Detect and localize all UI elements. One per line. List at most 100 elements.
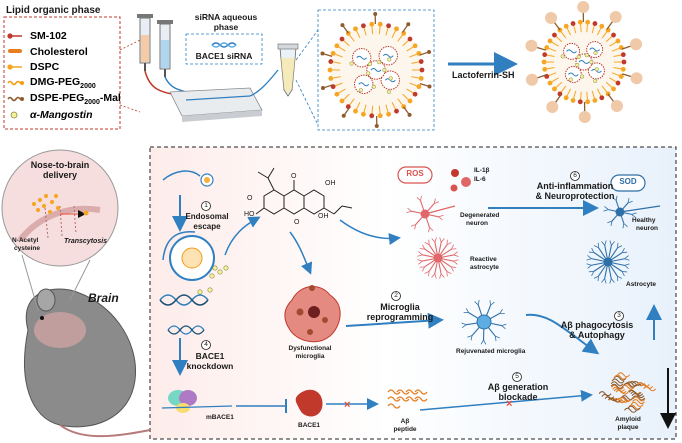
abeta-peptide-label-2: peptide [393,426,417,433]
step-number: 2 [394,292,398,299]
microglia-reprogramming-label-1: Microglia [380,302,420,312]
step-number: 5 [515,373,519,380]
svg-text:O: O [294,219,300,226]
svg-text:O: O [247,195,253,202]
amyloid-plaque-icon [598,372,657,413]
bace1-knockdown-label-2: knockdown [186,361,234,371]
ribosome-icon [161,390,233,413]
legend-item-dspc: DSPC [24,59,59,75]
abeta-phagocytosis-label-2: & Autophagy [569,330,625,340]
astrocyte-icon [586,240,630,284]
sirna-strands [159,294,209,335]
legend-item-sm102: SM-102 [24,28,67,44]
ros-badge: ROS [406,169,424,178]
lipid-nanoparticle [320,12,432,128]
legend-title: Lipid organic phase [6,5,101,16]
legend-label: α-Mangostin [30,109,93,121]
legend-label: DSPE-PEG [30,91,85,104]
bace1-knockdown-label-1: BACE1 [195,351,225,361]
endosomal-escape-label-2: escape [193,222,221,231]
anti-inflammation-label-2: & Neuroprotection [535,191,615,201]
abeta-blockade-label-2: blockade [498,392,538,402]
healthy-neuron-icon [603,195,661,229]
legend-item-dmg-peg: DMG-PEG2000 [24,75,96,91]
mouse-illustration [21,254,151,438]
healthy-neuron-label-1: Healthy [632,217,656,224]
transcytosis-label: Transcytosis [64,238,108,245]
microfluidic-setup [137,14,279,122]
brain-label: Brain [88,291,119,305]
rejuvenated-microglia-icon [461,299,507,345]
legend-item-cholesterol: Cholesterol [24,44,88,60]
degenerated-neuron-label-2: neuron [466,220,489,227]
reactive-astrocyte-label-1: Reactive [470,256,497,263]
bace1-label: BACE1 [298,422,321,429]
abeta-phagocytosis-label-1: Aβ phagocytosis [560,320,634,330]
endosomal-escape-label-1: Endosomal [185,212,229,221]
nac-label-1: N-Acetyl [12,237,39,244]
sod-badge: SOD [619,177,637,186]
endosome-icon [162,170,215,281]
cytokine-icons [450,169,471,192]
svg-text:HO: HO [244,211,255,218]
legend-item-dspe-peg: DSPE-PEG2000-Mal [24,91,121,107]
sirna-label: BACE1 siRNA [195,51,253,61]
il6-label: IL-6 [474,176,486,183]
legend-sub: 2000 [80,83,96,91]
legend-sub: 2000 [84,99,100,107]
nanoparticle-dots [31,193,89,216]
abeta-blockade-label-1: Aβ generation [487,382,549,392]
svg-text:×: × [506,398,512,410]
abeta-peptides [387,389,428,409]
aqueous-phase-label-2: phase [213,22,239,32]
step-number: 4 [204,341,208,348]
released-cargo [197,265,229,295]
nac-label-2: cysteine [14,245,41,252]
lactoferrin-label: Lactoferrin-SH [452,70,515,80]
legend-label: Cholesterol [30,46,88,58]
anti-inflammation-label-1: Anti-inflammation [536,181,614,191]
legend-label: DSPC [30,61,60,73]
aqueous-phase-label-1: siRNA aqueous [194,12,258,22]
degenerated-neuron-icon [406,195,456,233]
mbace1-label: mBACE1 [206,414,234,421]
step-number: 3 [617,312,621,319]
dmg-peg-icon [7,80,24,86]
dspe-peg-mal-icon [7,96,24,102]
svg-text:O: O [291,173,297,180]
legend-box [3,16,121,130]
dysfunctional-microglia-label-2: microglia [295,353,325,360]
cholesterol-icon [8,49,22,53]
reactive-astrocyte-label-2: astrocyte [470,264,499,271]
step-number: 1 [204,202,208,209]
legend-label: SM-102 [30,30,67,42]
nose-to-brain-title-1: Nose-to-brain [30,160,90,170]
lactoferrin-lipid-nanoparticle [525,1,643,123]
legend-item-mangostin: α-Mangostin [24,107,93,123]
legend-list: SM-102 Cholesterol DSPC DMG-PEG2000 DSPE… [24,28,124,128]
dysfunctional-microglia-label-1: Dysfunctional [288,345,332,352]
tube-icon [277,43,299,97]
abeta-peptide-label-1: Aβ [400,418,410,425]
dspc-lipid-icon [7,64,22,70]
amyloid-plaque-label-2: plaque [617,424,639,431]
rejuvenated-microglia-label: Rejuvenated microglia [456,348,526,355]
nose-to-brain-title-2: delivery [42,170,78,180]
il1b-label: IL-1β [474,167,490,174]
legend-label: DMG-PEG [30,75,81,88]
svg-text:OH: OH [318,213,329,220]
degenerated-neuron-label-1: Degenerated [460,212,500,219]
healthy-neuron-label-2: neuron [636,225,659,232]
sm102-lipid-icon [7,33,22,39]
svg-text:×: × [344,399,350,411]
step-number: 6 [573,172,577,179]
astrocyte-label: Astrocyte [626,281,656,288]
mangostin-icon [10,111,18,119]
bace1-protein-icon [295,389,323,417]
svg-text:OH: OH [325,180,336,187]
legend-suffix: -Mal [99,91,121,104]
reactive-astrocyte-icon [417,237,459,279]
step-circles [201,171,624,382]
dysfunctional-microglia-icon [284,285,341,343]
